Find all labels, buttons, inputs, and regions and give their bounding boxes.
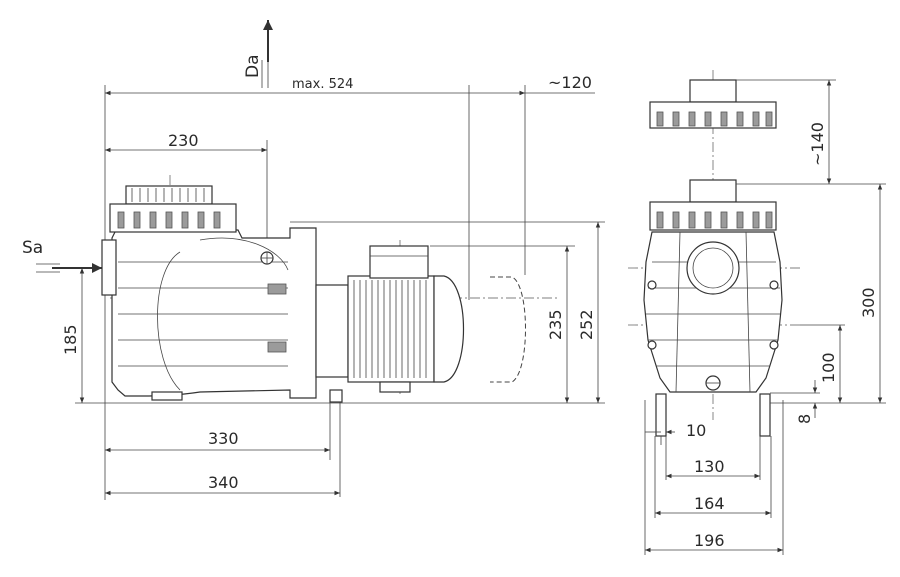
dim-width-10: 10 [686, 421, 706, 440]
side-view [36, 20, 605, 500]
dim-front-height-8: 8 [795, 414, 814, 424]
dim-inlet-height: 185 [61, 324, 80, 355]
dim-front-height-100: 100 [819, 352, 838, 383]
dim-length-330: 330 [208, 429, 239, 448]
dim-total-height: 252 [577, 309, 596, 340]
dim-max-length: max. 524 [292, 77, 353, 92]
dim-motor-height: 235 [546, 309, 565, 340]
inlet-port [686, 241, 740, 295]
strainer-lid-side [109, 185, 237, 233]
dim-width-196: 196 [694, 531, 725, 550]
label-suction: Sa [22, 238, 43, 258]
dim-front-height-300: 300 [859, 287, 878, 318]
dim-inlet-to-shaft: 230 [168, 131, 199, 150]
motor [315, 245, 526, 393]
pump-housing [111, 227, 317, 399]
pump-housing-front [643, 231, 783, 393]
dim-width-164: 164 [694, 494, 725, 513]
housing-ribs [118, 261, 288, 367]
front-view [628, 70, 886, 555]
suction-inlet [101, 239, 117, 296]
dim-lid-clearance: ~140 [808, 122, 827, 166]
label-discharge: Da [243, 54, 263, 78]
dim-motor-clearance: ~120 [548, 73, 592, 92]
strainer-lid-raised [649, 79, 777, 129]
dim-width-130: 130 [694, 457, 725, 476]
dim-length-340: 340 [208, 473, 239, 492]
strainer-lid-front [649, 179, 777, 231]
